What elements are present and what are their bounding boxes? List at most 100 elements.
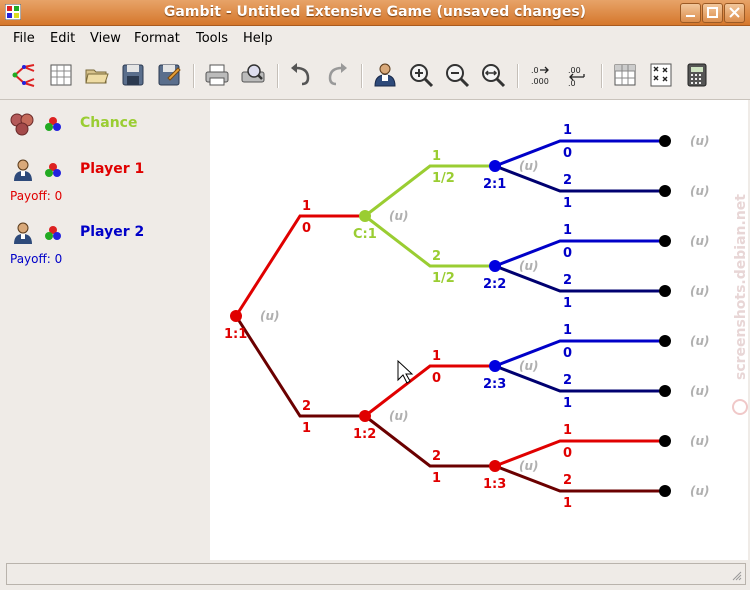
open-folder-icon[interactable]	[84, 62, 110, 88]
toolbar-separator	[277, 64, 279, 88]
menu-format[interactable]: Format	[134, 31, 180, 46]
save-as-icon[interactable]	[156, 62, 182, 88]
menu-edit[interactable]: Edit	[50, 31, 76, 46]
print-icon[interactable]	[204, 62, 230, 88]
branch-root-2[interactable]	[234, 315, 365, 418]
undo-icon[interactable]	[288, 62, 314, 88]
node-p1-3[interactable]	[489, 460, 501, 472]
outcome-label: (u)	[690, 384, 710, 398]
node-p2-3[interactable]	[489, 360, 501, 372]
zoom-in-icon[interactable]	[408, 62, 434, 88]
outcome-label: (u)	[519, 159, 539, 173]
terminal-node[interactable]	[659, 135, 671, 147]
branch-leaf-4[interactable]	[494, 264, 665, 293]
node-root[interactable]	[230, 310, 242, 322]
terminal-node[interactable]	[659, 385, 671, 397]
branch-chance-2[interactable]	[364, 214, 495, 268]
terminal-node[interactable]	[659, 235, 671, 247]
prob-label: 1	[563, 496, 572, 511]
chance-label[interactable]: Chance	[80, 115, 138, 131]
outcome-label: (u)	[690, 184, 710, 198]
color-picker-icon[interactable]	[44, 116, 62, 132]
dominance-icon[interactable]	[648, 62, 674, 88]
outcome-label: (u)	[389, 209, 409, 223]
close-button[interactable]	[724, 3, 745, 23]
branch-leaf-5[interactable]	[494, 339, 665, 368]
increase-decimals-icon[interactable]: .0 .000	[528, 62, 554, 88]
branch-leaf-2[interactable]	[494, 164, 665, 193]
new-extensive-game-icon[interactable]	[12, 62, 38, 88]
node-label: 1:2	[353, 427, 376, 442]
color-picker-icon[interactable]	[44, 162, 62, 178]
print-preview-icon[interactable]	[240, 62, 266, 88]
strategic-table-icon[interactable]	[612, 62, 638, 88]
svg-text:.0: .0	[531, 66, 539, 75]
decrease-decimals-icon[interactable]: .00.0	[564, 62, 590, 88]
prob-label: 0	[563, 346, 572, 361]
branch-root-1[interactable]	[234, 214, 365, 317]
debian-swirl-icon	[732, 399, 748, 415]
branch-p1-2-2[interactable]	[364, 414, 495, 468]
node-chance[interactable]	[359, 210, 371, 222]
outcome-label: (u)	[519, 459, 539, 473]
menu-tools[interactable]: Tools	[196, 31, 229, 46]
gambit-app-icon	[5, 4, 21, 20]
save-icon[interactable]	[120, 62, 146, 88]
branch-leaf-3[interactable]	[494, 239, 665, 268]
menu-view[interactable]: View	[90, 31, 121, 46]
watermark: screenshots.debian.net	[732, 194, 749, 415]
resize-grip-icon[interactable]	[732, 571, 742, 581]
status-bar	[6, 563, 746, 585]
calculator-icon[interactable]	[684, 62, 710, 88]
toolbar-separator	[361, 64, 363, 88]
action-label: 2	[302, 399, 311, 414]
redo-icon[interactable]	[324, 62, 350, 88]
outcome-label: (u)	[690, 334, 710, 348]
player1-name[interactable]: Player 1	[80, 161, 145, 177]
action-label: 1	[302, 199, 311, 214]
action-label: 1	[563, 323, 572, 338]
prob-label: 1	[563, 296, 572, 311]
terminal-node[interactable]	[659, 485, 671, 497]
zoom-out-icon[interactable]	[444, 62, 470, 88]
terminal-node[interactable]	[659, 185, 671, 197]
player2-avatar-icon	[14, 222, 32, 244]
zoom-fit-icon[interactable]	[480, 62, 506, 88]
prob-label: 1	[563, 196, 572, 211]
action-label: 1	[563, 223, 572, 238]
color-picker-icon[interactable]	[44, 225, 62, 241]
node-label: 1:3	[483, 477, 506, 492]
node-label: 1:1	[224, 327, 247, 342]
svg-text:.000: .000	[531, 77, 549, 86]
branch-leaf-8[interactable]	[494, 464, 665, 493]
toolbar-separator	[601, 64, 603, 88]
action-label: 2	[563, 273, 572, 288]
node-p1-2[interactable]	[359, 410, 371, 422]
outcome-label: (u)	[690, 434, 710, 448]
terminal-node[interactable]	[659, 335, 671, 347]
maximize-button[interactable]	[702, 3, 723, 23]
branch-p1-2-1[interactable]	[364, 364, 495, 418]
minimize-button[interactable]	[680, 3, 701, 23]
prob-label: 1	[302, 421, 311, 436]
branch-leaf-1[interactable]	[494, 139, 665, 168]
game-tree[interactable]: 1:1 1 0 2 1 C:1 1:2 1 1/2 2 1/2 1 0 2 1 …	[210, 100, 748, 560]
game-tree-canvas[interactable]: 1:1 1 0 2 1 C:1 1:2 1 1/2 2 1/2 1 0 2 1 …	[210, 100, 748, 560]
branch-leaf-6[interactable]	[494, 364, 665, 393]
prob-label: 1/2	[432, 171, 455, 186]
node-p2-2[interactable]	[489, 260, 501, 272]
new-strategic-game-icon[interactable]	[48, 62, 74, 88]
node-p2-1[interactable]	[489, 160, 501, 172]
terminal-node[interactable]	[659, 435, 671, 447]
menu-file[interactable]: File	[13, 31, 35, 46]
player2-name[interactable]: Player 2	[80, 224, 145, 240]
add-player-icon[interactable]	[372, 62, 398, 88]
prob-label: 0	[302, 221, 311, 236]
terminal-node[interactable]	[659, 285, 671, 297]
branch-chance-1[interactable]	[364, 164, 495, 218]
minimize-icon	[686, 15, 695, 17]
outcome-label: (u)	[690, 484, 710, 498]
branch-leaf-7[interactable]	[494, 439, 665, 468]
node-label: C:1	[353, 227, 377, 242]
menu-help[interactable]: Help	[243, 31, 273, 46]
